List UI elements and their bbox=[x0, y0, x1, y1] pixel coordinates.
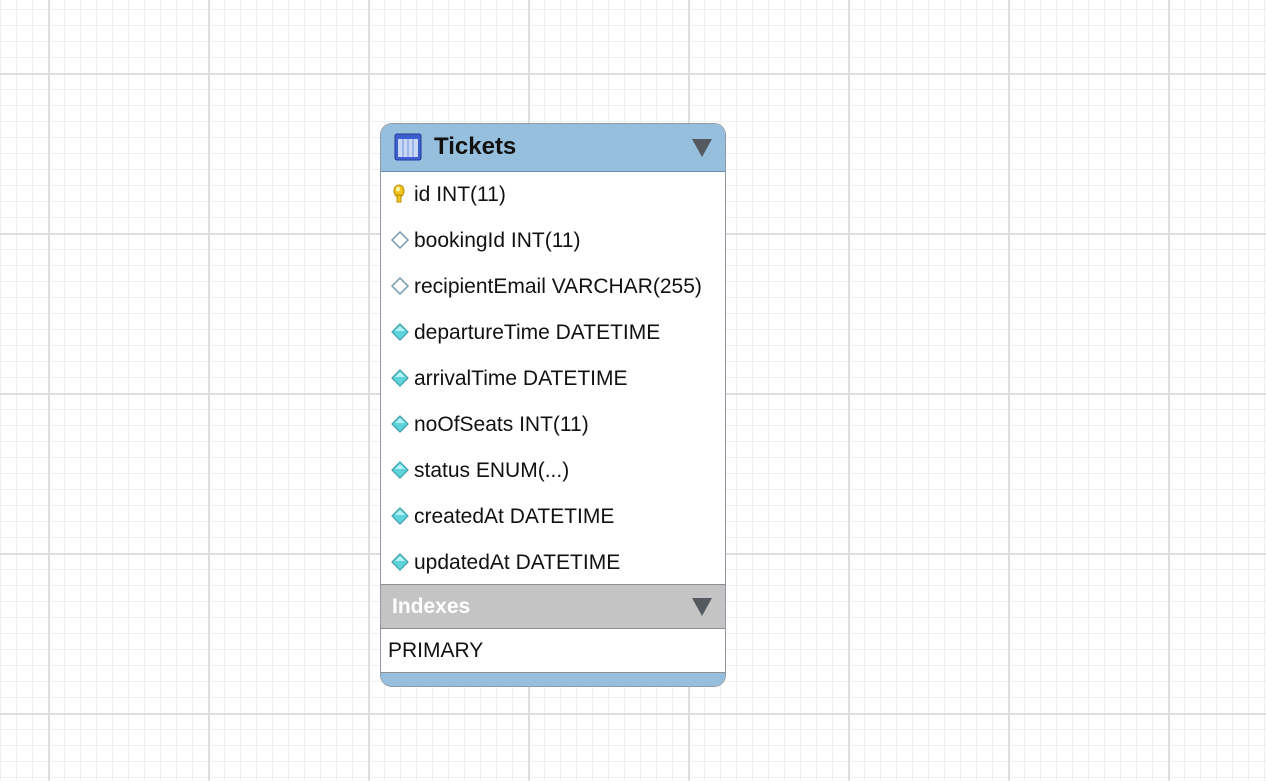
column-type: DATETIME bbox=[522, 367, 628, 390]
column-type: INT(11) bbox=[436, 183, 506, 206]
column-name: arrivalTime bbox=[414, 367, 518, 390]
column-type: ENUM(...) bbox=[475, 459, 570, 482]
column-type: DATETIME bbox=[555, 321, 661, 344]
not-null-column-icon bbox=[391, 507, 409, 525]
not-null-column-icon bbox=[391, 415, 409, 433]
not-null-column-icon bbox=[391, 553, 409, 571]
table-icon bbox=[394, 133, 422, 161]
column-type: VARCHAR(255) bbox=[551, 275, 702, 298]
index-name: PRIMARY bbox=[388, 639, 484, 662]
column-row-status[interactable]: status ENUM(...) bbox=[381, 448, 725, 494]
column-name: departureTime bbox=[414, 321, 550, 344]
collapse-arrow-icon[interactable] bbox=[692, 139, 712, 157]
column-row-noofseats[interactable]: noOfSeats INT(11) bbox=[381, 402, 725, 448]
column-name: createdAt bbox=[414, 505, 504, 528]
column-row-arrivaltime[interactable]: arrivalTime DATETIME bbox=[381, 356, 725, 402]
nullable-column-icon bbox=[390, 230, 410, 250]
table-entity-tickets[interactable]: Tickets id INT(11) boo bbox=[380, 123, 726, 687]
columns-list: id INT(11) bookingId INT(11) recipie bbox=[381, 172, 725, 584]
table-footer bbox=[381, 673, 725, 686]
indexes-title: Indexes bbox=[392, 595, 471, 618]
column-type: INT(11) bbox=[510, 229, 581, 252]
not-null-column-icon bbox=[391, 461, 409, 479]
column-row-id[interactable]: id INT(11) bbox=[381, 172, 725, 218]
indexes-header[interactable]: Indexes bbox=[381, 584, 725, 629]
column-name: recipientEmail bbox=[414, 275, 546, 298]
nullable-column-icon bbox=[390, 276, 410, 296]
column-name: noOfSeats bbox=[414, 413, 514, 436]
column-row-bookingid[interactable]: bookingId INT(11) bbox=[381, 218, 725, 264]
column-row-createdat[interactable]: createdAt DATETIME bbox=[381, 494, 725, 540]
column-type: INT(11) bbox=[519, 413, 589, 436]
column-name: id bbox=[414, 183, 431, 206]
column-row-updatedat[interactable]: updatedAt DATETIME bbox=[381, 540, 725, 586]
table-header[interactable]: Tickets bbox=[381, 124, 725, 172]
not-null-column-icon bbox=[391, 369, 409, 387]
column-name: status bbox=[414, 459, 471, 482]
column-type: DATETIME bbox=[515, 551, 621, 574]
column-name: updatedAt bbox=[414, 551, 510, 574]
column-row-departuretime[interactable]: departureTime DATETIME bbox=[381, 310, 725, 356]
collapse-arrow-icon[interactable] bbox=[692, 598, 712, 616]
column-name: bookingId bbox=[414, 229, 506, 252]
index-row-primary[interactable]: PRIMARY bbox=[381, 629, 725, 673]
column-type: DATETIME bbox=[509, 505, 615, 528]
not-null-column-icon bbox=[391, 323, 409, 341]
column-row-recipientemail[interactable]: recipientEmail VARCHAR(255) bbox=[381, 264, 725, 310]
primary-key-icon bbox=[393, 184, 405, 203]
table-title: Tickets bbox=[434, 133, 517, 160]
